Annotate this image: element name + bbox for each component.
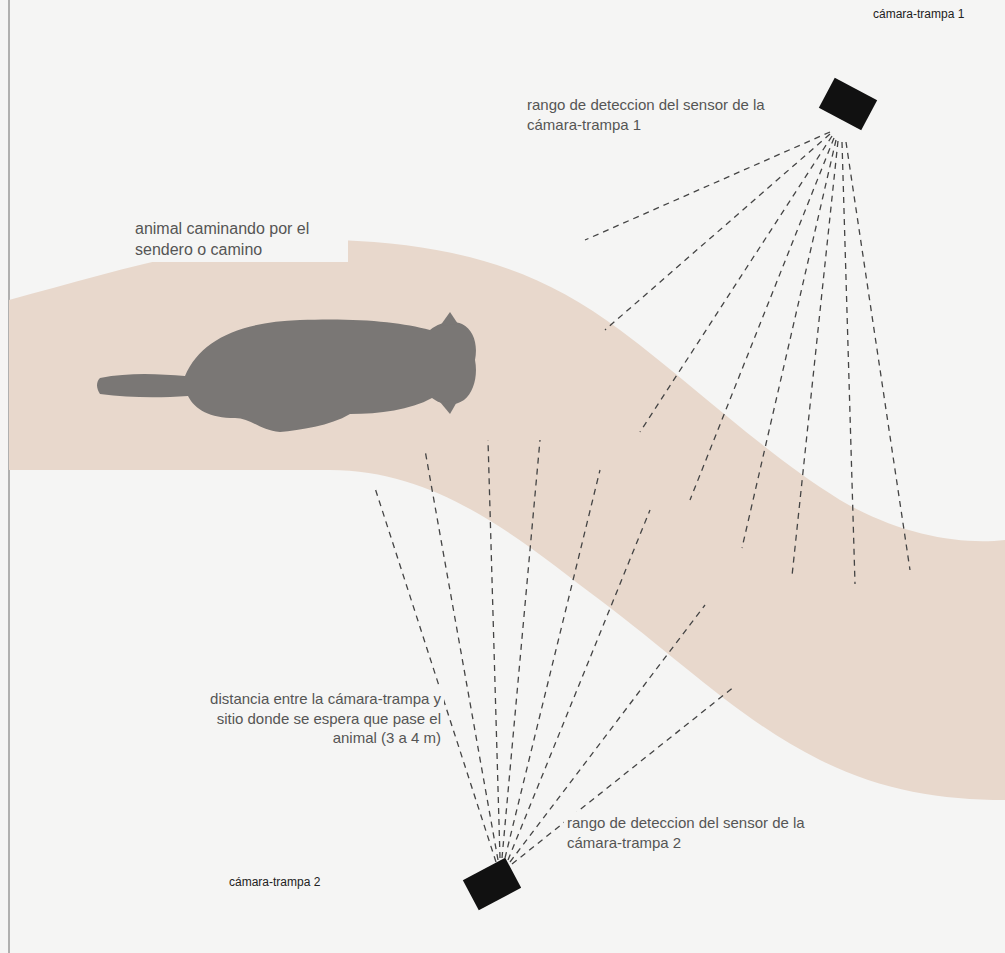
- camera-label: cámara-trampa 1: [870, 6, 1001, 24]
- annotation: rango de deteccion del sensor de la cáma…: [524, 94, 800, 135]
- camera-trap-2: [463, 858, 521, 911]
- sensor-range-1: [585, 132, 910, 584]
- camera-trap-1: [819, 78, 877, 131]
- sensor-range-2: [375, 440, 735, 864]
- annotation: animal caminando por el sendero o camino: [132, 218, 348, 262]
- camera-label: cámara-trampa 2: [226, 874, 372, 892]
- trail-band: [9, 240, 1005, 800]
- annotation: distancia entre la cámara-trampa y sitio…: [206, 688, 444, 749]
- annotation: rango de deteccion del sensor de la cáma…: [564, 812, 820, 853]
- frame-line: [8, 0, 10, 953]
- animal-figure: [97, 312, 476, 432]
